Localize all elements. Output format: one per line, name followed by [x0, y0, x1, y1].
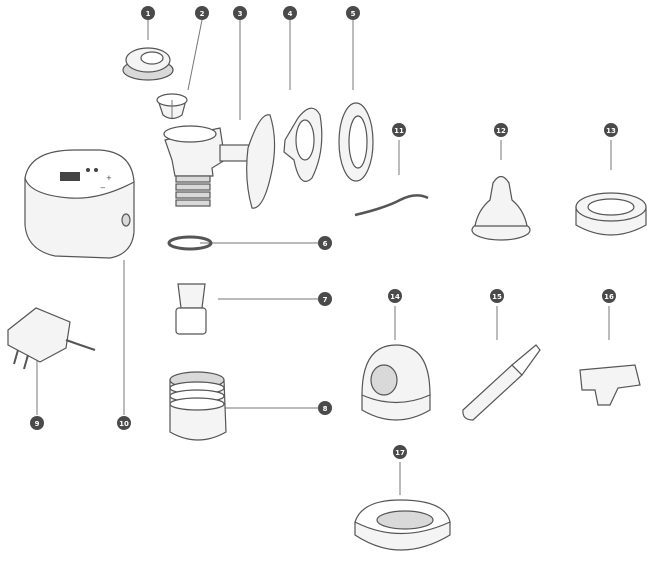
part-7-valve	[175, 283, 207, 335]
svg-text:3: 3	[238, 10, 243, 18]
svg-text:−: −	[100, 184, 106, 192]
svg-text:10: 10	[119, 420, 129, 428]
label-3: 3	[233, 6, 247, 20]
label-6: 6	[318, 236, 332, 250]
svg-text:13: 13	[606, 127, 616, 135]
label-9: 9	[30, 416, 44, 430]
svg-text:5: 5	[351, 10, 356, 18]
part-4-insert	[283, 107, 323, 182]
svg-text:11: 11	[394, 127, 404, 135]
label-14: 14	[388, 289, 402, 303]
svg-text:7: 7	[323, 296, 328, 304]
label-11: 11	[392, 123, 406, 137]
label-12: 12	[494, 123, 508, 137]
part-13-screw-ring	[575, 192, 647, 236]
label-2: 2	[195, 6, 209, 20]
svg-text:+: +	[106, 174, 112, 182]
part-9-adapter	[7, 307, 96, 370]
part-1-cap	[122, 47, 174, 81]
svg-text:6: 6	[323, 240, 328, 248]
svg-text:12: 12	[496, 127, 506, 135]
label-7: 7	[318, 292, 332, 306]
label-17: 17	[393, 445, 407, 459]
part-16-t-connector	[579, 364, 641, 406]
leader-lines	[36, 19, 612, 495]
svg-text:2: 2	[200, 10, 205, 18]
svg-text:9: 9	[35, 420, 40, 428]
part-15-rod	[462, 344, 541, 421]
part-10-motor-unit: + −	[24, 149, 135, 259]
part-14-dome	[361, 344, 431, 421]
label-13: 13	[604, 123, 618, 137]
part-11-tube	[354, 194, 429, 217]
part-5-ring	[338, 102, 374, 182]
svg-text:14: 14	[390, 293, 400, 301]
svg-text:4: 4	[288, 10, 293, 18]
part-8-connector	[169, 371, 227, 441]
svg-text:17: 17	[395, 449, 405, 457]
part-12-teat	[471, 175, 531, 241]
svg-text:8: 8	[323, 405, 328, 413]
svg-text:16: 16	[604, 293, 614, 301]
label-1: 1	[141, 6, 155, 20]
label-5: 5	[346, 6, 360, 20]
part-labels: 1 2 3 4 5 6 7 8 9 10 11 12 13 14 15 16 1…	[30, 6, 618, 459]
part-17-base	[354, 499, 451, 551]
label-4: 4	[283, 6, 297, 20]
label-10: 10	[117, 416, 131, 430]
label-15: 15	[490, 289, 504, 303]
label-8: 8	[318, 401, 332, 415]
label-16: 16	[602, 289, 616, 303]
part-3-pump-body	[163, 114, 276, 209]
part-6-o-ring	[167, 235, 213, 251]
part-2-diaphragm	[156, 93, 188, 120]
svg-text:1: 1	[146, 10, 151, 18]
svg-text:15: 15	[492, 293, 502, 301]
